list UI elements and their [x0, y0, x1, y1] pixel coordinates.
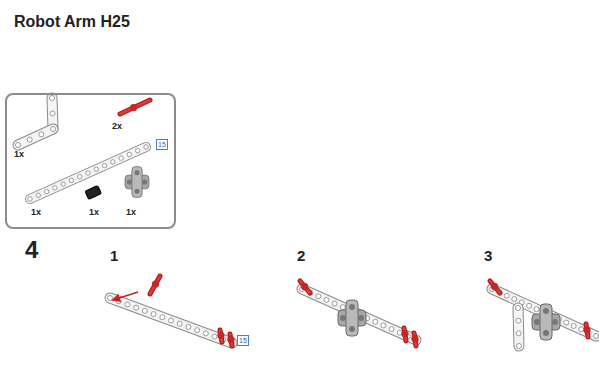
- part-count: 1x: [89, 208, 99, 217]
- red-pin: [583, 324, 590, 337]
- red-pin: [300, 281, 310, 293]
- beam-part: [107, 295, 234, 345]
- part-count: 1x: [14, 150, 24, 159]
- beam-part: [15, 126, 55, 147]
- red-pin: [217, 330, 224, 342]
- substep-number: 1: [110, 248, 118, 263]
- red-pin: [120, 100, 150, 114]
- cross-block: [125, 167, 149, 198]
- red-pin: [150, 276, 160, 294]
- insert-arrow: [113, 292, 138, 300]
- beam-part: [515, 305, 521, 348]
- red-pin: [227, 334, 234, 346]
- length-badge: 15: [237, 335, 249, 346]
- length-number: 15: [158, 141, 166, 148]
- length-number: 15: [239, 337, 247, 344]
- part-count: 1x: [126, 208, 136, 217]
- length-badge: 15: [156, 139, 168, 150]
- axle-connector: [85, 185, 101, 199]
- beam-part: [28, 145, 148, 201]
- cross-block: [338, 300, 366, 336]
- parts-box: 1x 2x 1x 1x 1x 15: [5, 93, 176, 229]
- red-pin: [411, 333, 418, 346]
- part-count: 1x: [31, 208, 41, 217]
- part-count: 2x: [112, 122, 122, 131]
- beam-part: [299, 286, 418, 342]
- red-pin: [490, 281, 500, 293]
- page-title: Robot Arm H25: [14, 14, 130, 30]
- red-pin: [401, 328, 408, 341]
- cross-block: [532, 304, 560, 340]
- substep-number: 2: [297, 248, 305, 263]
- substep-number: 3: [484, 248, 492, 263]
- step-number: 4: [25, 238, 38, 262]
